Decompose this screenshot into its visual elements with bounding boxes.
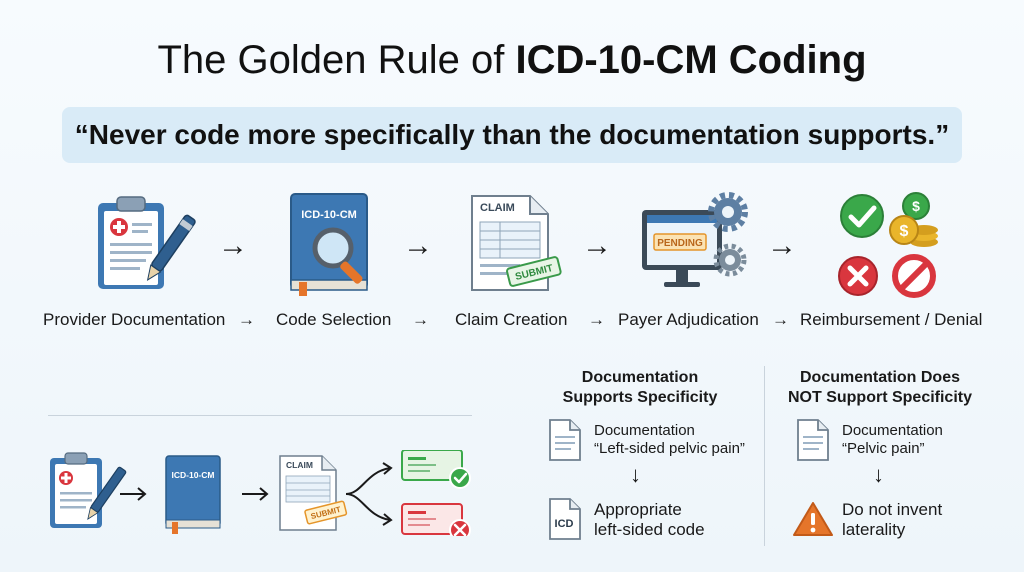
warning-icon xyxy=(793,502,833,536)
right-down-arrow: ↓ xyxy=(873,462,884,487)
mini-clipboard-icon xyxy=(50,452,127,528)
right-result-text: Do not invent laterality xyxy=(842,500,943,539)
flow-arrow-3: → xyxy=(582,229,612,262)
icd-book-title: ICD-10-CM xyxy=(301,209,357,221)
step-label-claim-creation: Claim Creation xyxy=(455,310,568,329)
approved-check-icon xyxy=(401,450,471,489)
step-label-provider-documentation: Provider Documentation xyxy=(43,310,226,329)
title-bold-text: ICD-10-CM Coding xyxy=(515,38,867,82)
prohibited-icon xyxy=(892,254,936,298)
step-label-payer-adjudication: Payer Adjudication xyxy=(618,310,759,329)
gear-icon xyxy=(708,192,748,232)
left-down-arrow: ↓ xyxy=(630,462,641,487)
document-icon xyxy=(797,419,829,461)
reimbursement-denial-icons: $ $ xyxy=(838,192,938,298)
svg-text:$: $ xyxy=(900,223,909,240)
step-label-reimbursement-denial: Reimbursement / Denial xyxy=(800,310,983,329)
step-arrow-1: → xyxy=(238,310,255,329)
gear-icon xyxy=(713,243,747,277)
icd-document-icon: ICD xyxy=(549,498,581,540)
monitor-gears-icon: PENDING xyxy=(642,192,748,287)
step-label-code-selection: Code Selection xyxy=(276,310,392,329)
mini-icd-book-icon: ICD-10-CM xyxy=(165,455,221,534)
right-doc-text: Documentation “Pelvic pain” xyxy=(842,422,943,457)
dollar-coins-icon: $ $ xyxy=(889,192,938,247)
denied-check-icon xyxy=(401,503,471,536)
left-result-text: Appropriate left-sided code xyxy=(594,500,705,539)
claim-form-title: CLAIM xyxy=(480,202,515,214)
section-divider xyxy=(48,415,472,416)
icd-book-magnifier-icon: ICD-10-CM xyxy=(290,193,368,296)
flow-arrow-2: → xyxy=(403,229,433,262)
step-arrow-2: → xyxy=(412,310,429,329)
not-supports-specificity-heading: Documentation Does NOT Support Specifici… xyxy=(787,369,972,406)
icd-doc-label: ICD xyxy=(555,518,574,530)
left-doc-text: Documentation “Left-sided pelvic pain” xyxy=(594,422,745,457)
step-arrow-3: → xyxy=(588,310,605,329)
flow-arrow-1: → xyxy=(218,229,248,262)
mini-claim-title: CLAIM xyxy=(286,460,313,470)
mini-flow-diagram: ICD-10-CM CLAIM SUBMIT xyxy=(50,450,471,536)
svg-text:$: $ xyxy=(912,198,920,214)
step-arrow-4: → xyxy=(772,310,789,329)
claim-form-icon: CLAIM SUBMIT xyxy=(471,195,562,291)
title-normal-text: The Golden Rule of xyxy=(157,38,516,82)
check-circle-icon xyxy=(840,194,884,238)
quote-text: “Never code more specifically than the d… xyxy=(74,119,950,150)
flow-arrow-4: → xyxy=(767,229,797,262)
comparison-divider xyxy=(764,366,765,546)
x-circle-icon xyxy=(838,256,878,296)
supports-specificity-heading: Documentation Supports Specificity xyxy=(562,369,718,406)
clipboard-pen-icon xyxy=(98,196,196,289)
golden-rule-quote: “Never code more specifically than the d… xyxy=(62,107,962,163)
mini-claim-form-icon: CLAIM SUBMIT xyxy=(279,455,348,531)
pending-status-text: PENDING xyxy=(657,238,703,249)
mini-book-title: ICD-10-CM xyxy=(172,470,215,480)
document-icon xyxy=(549,419,581,461)
page-title: The Golden Rule of ICD-10-CM Coding xyxy=(0,38,1024,83)
